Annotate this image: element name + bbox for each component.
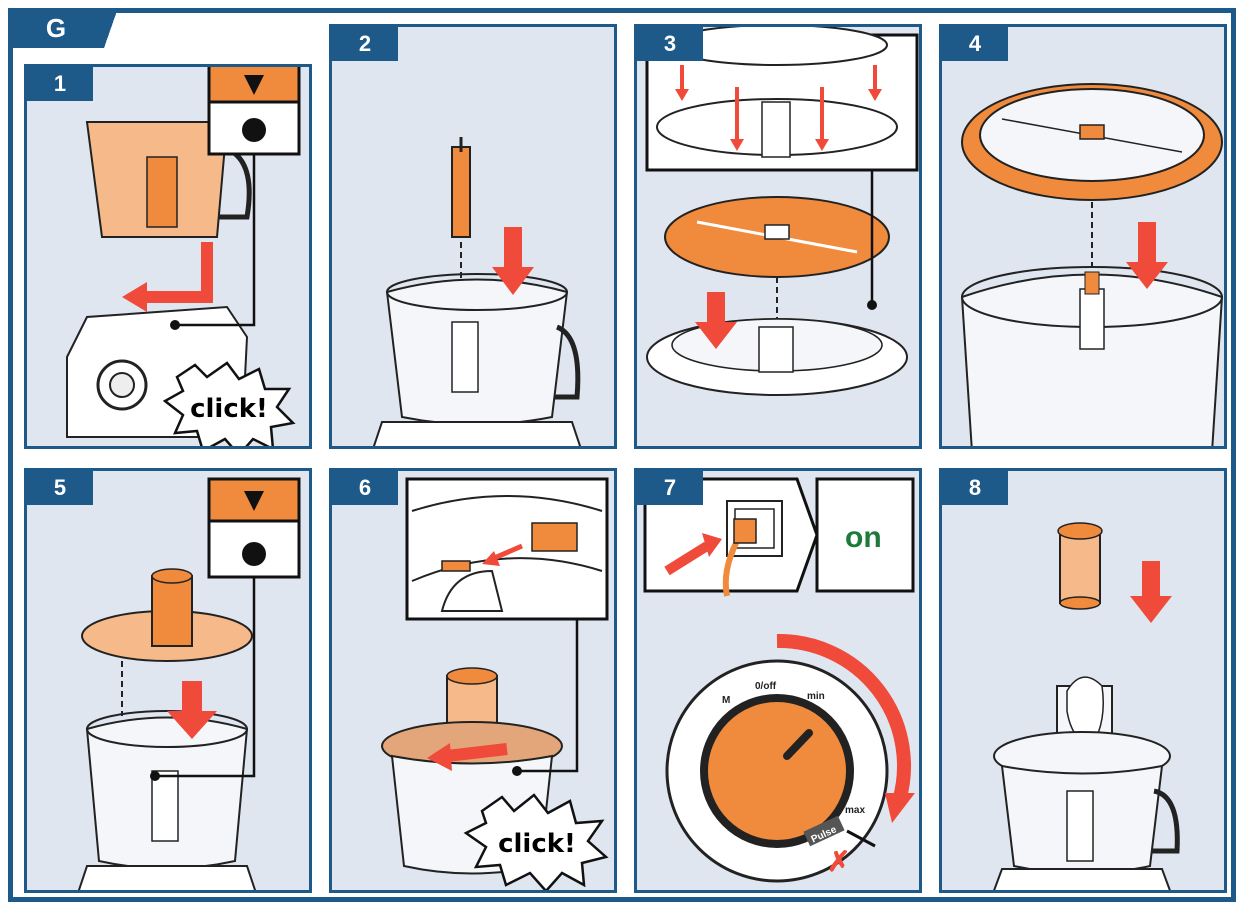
step-6-illustration: click! — [332, 471, 617, 893]
dial-label-memory: M — [722, 695, 730, 706]
food-pusher — [1060, 531, 1100, 603]
dial-label-max: max — [845, 805, 865, 816]
step-panel-8: 8 — [939, 468, 1227, 893]
down-arrow-icon — [1130, 561, 1172, 623]
step-number: 5 — [27, 471, 93, 505]
click-callout: click! — [190, 394, 268, 424]
step-5-illustration — [27, 471, 312, 893]
section-label: G — [8, 8, 104, 48]
drive-shaft — [452, 147, 470, 237]
step-panel-1: 1 click! — [24, 64, 312, 449]
step-number: 2 — [332, 27, 398, 61]
step-panel-4: 4 — [939, 24, 1227, 449]
plug-icon — [734, 519, 756, 543]
step-2-illustration — [332, 27, 617, 449]
rotate-arrow-icon — [147, 242, 207, 297]
step-number: 7 — [637, 471, 703, 505]
feed-tube — [152, 576, 192, 646]
not-allowed-icon: ✗ — [827, 846, 850, 877]
step-number: 3 — [637, 27, 703, 61]
step-number: 1 — [27, 67, 93, 101]
step-1-illustration: click! — [27, 67, 312, 449]
step-panel-3: 3 — [634, 24, 922, 449]
step-panel-7: 7 M 0/off min max Pulse ✗ on — [634, 468, 922, 893]
step-number: 4 — [942, 27, 1008, 61]
step-panel-2: 2 — [329, 24, 617, 449]
step-8-illustration — [942, 471, 1227, 893]
dial-label-min: min — [807, 691, 825, 702]
step-number: 6 — [332, 471, 398, 505]
step-panel-6: 6 click! — [329, 468, 617, 893]
dial-knob — [707, 701, 847, 841]
step-3-illustration — [637, 27, 922, 449]
dial-label-off: 0/off — [755, 681, 777, 692]
section-tab-notch — [104, 8, 118, 48]
step-4-illustration — [942, 27, 1227, 449]
switch-on-label: on — [845, 521, 882, 555]
step-number: 8 — [942, 471, 1008, 505]
click-callout: click! — [498, 829, 576, 859]
step-panel-5: 5 — [24, 468, 312, 893]
